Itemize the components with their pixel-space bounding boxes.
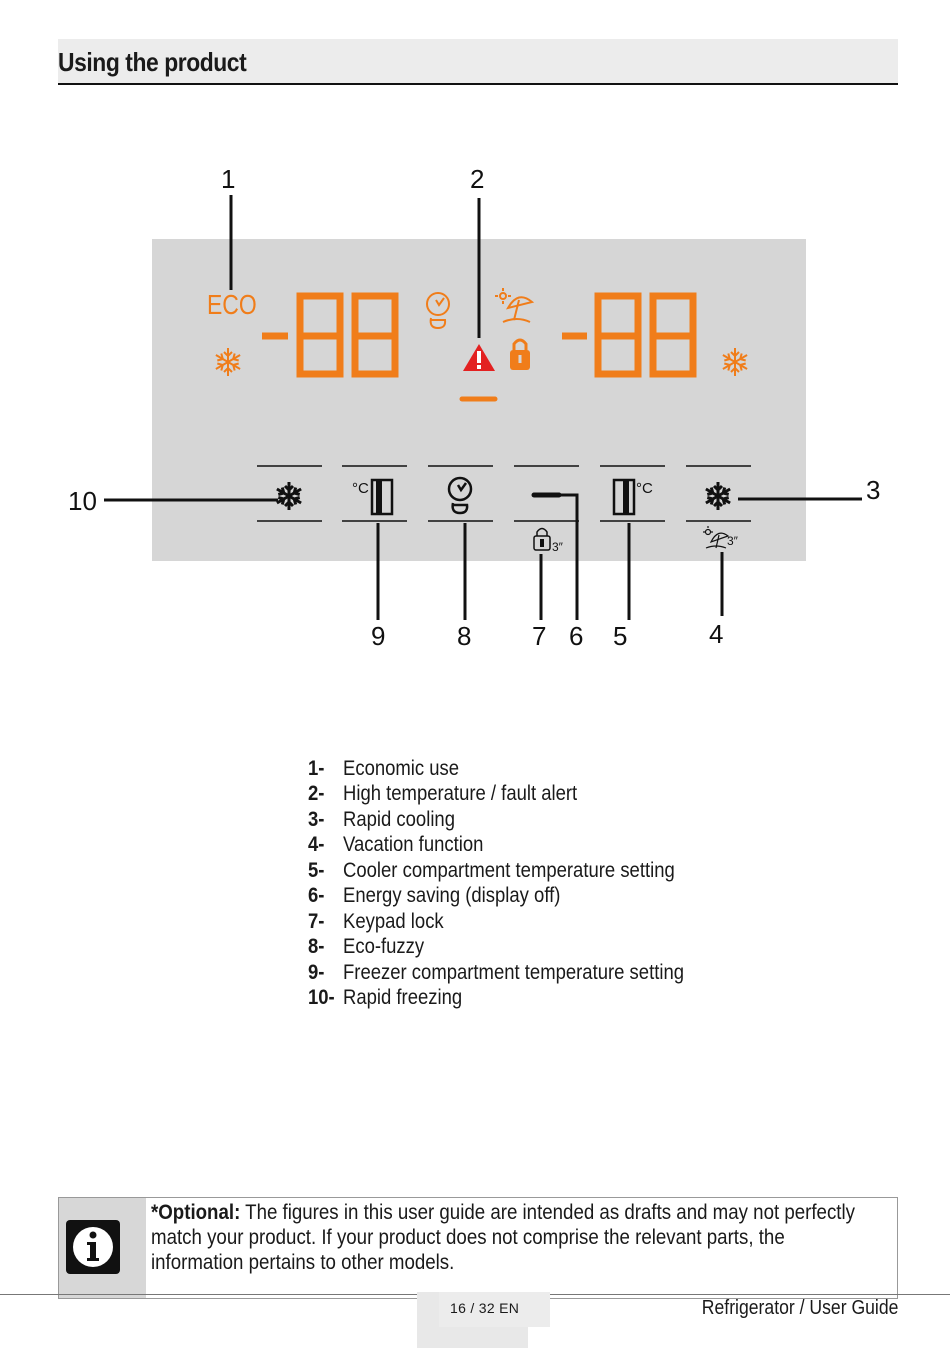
control-panel-diagram: 1 2 ECO [68, 164, 880, 651]
legend-item: 2-High temperature / fault alert [308, 782, 578, 806]
note-body: The figures in this user guide are inten… [151, 1201, 856, 1274]
alert-icon [463, 344, 495, 371]
legend-item: 3-Rapid cooling [308, 807, 455, 831]
freezer-temp-button-icon: °C [352, 478, 394, 516]
callout-9: 9 [371, 621, 385, 651]
section-header: Using the product [58, 39, 898, 85]
callout-3: 3 [866, 475, 880, 505]
button-guide-lines [257, 465, 751, 522]
callout-10: 10 [68, 486, 97, 516]
cooler-digits [562, 292, 697, 378]
svg-text:°C: °C [636, 480, 653, 497]
svg-text:3″: 3″ [727, 534, 739, 548]
footer-tab [417, 1292, 550, 1348]
cooler-temp-button-icon: °C [612, 478, 653, 516]
callout-8: 8 [457, 621, 471, 651]
svg-text:3″: 3″ [552, 540, 564, 554]
info-icon [66, 1220, 120, 1274]
eco-label: ECO [207, 290, 257, 321]
callout-1: 1 [221, 164, 235, 194]
legend-item: 10-Rapid freezing [308, 986, 463, 1010]
legend-item: 1-Economic use [308, 756, 460, 780]
legend-item: 7-Keypad lock [308, 909, 444, 933]
legend-list: 1-Economic use 2-High temperature / faul… [308, 756, 768, 1011]
callout-5: 5 [613, 621, 627, 651]
legend-item: 9-Freezer compartment temperature settin… [308, 960, 684, 984]
vacation-icon [495, 288, 535, 323]
note-text: *Optional: The figures in this user guid… [151, 1200, 872, 1275]
page-number: 16 / 32 EN [450, 1300, 520, 1316]
optional-note: *Optional: The figures in this user guid… [58, 1197, 898, 1299]
keypad-lock-hold-icon: 3″ [533, 527, 564, 554]
legend-item: 6-Energy saving (display off) [308, 884, 561, 908]
callout-2: 2 [470, 164, 484, 194]
svg-text:°C: °C [352, 480, 369, 497]
vacation-hold-icon: 3″ [703, 526, 739, 549]
freezer-digits [262, 292, 399, 378]
page-title: Using the product [58, 47, 247, 77]
legend-item: 4-Vacation function [308, 833, 484, 857]
legend-item: 5-Cooler compartment temperature setting [308, 858, 675, 882]
callout-6: 6 [569, 621, 583, 651]
callout-4: 4 [709, 619, 723, 649]
guide-title: Refrigerator / User Guide [701, 1297, 898, 1319]
bottom-callout-lines [376, 493, 724, 620]
legend-item: 8-Eco-fuzzy [308, 935, 425, 959]
note-bold-label: *Optional: [151, 1201, 241, 1224]
lock-icon [510, 338, 530, 370]
callout-7: 7 [532, 621, 546, 651]
